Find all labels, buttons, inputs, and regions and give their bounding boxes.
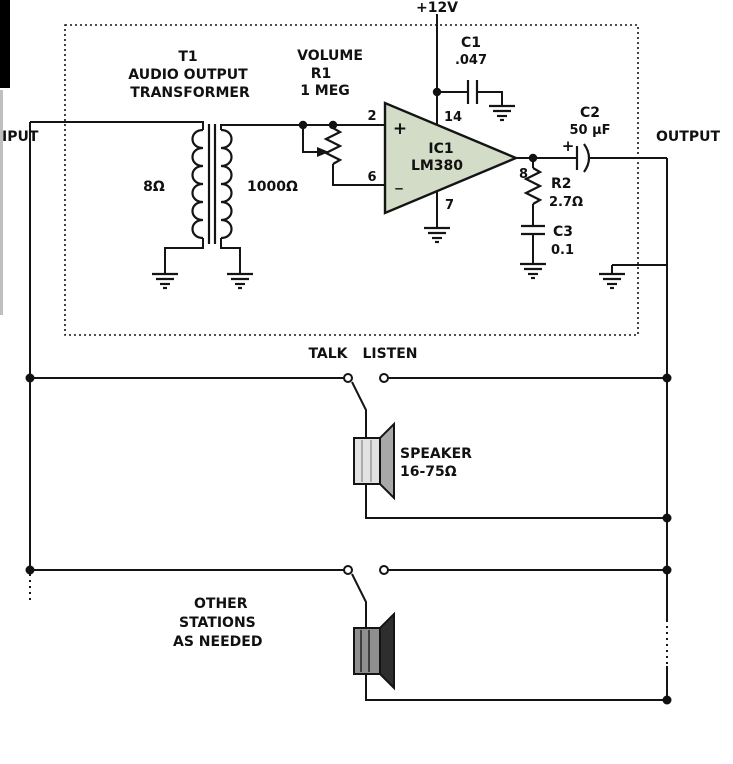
speaker2-symbol <box>353 611 395 691</box>
junction-dot <box>25 373 35 383</box>
c1-capacitor-symbol <box>466 80 479 104</box>
ic-part-label: LM380 <box>411 158 463 174</box>
input-rail <box>29 121 204 570</box>
c3-value-label: 0.1 <box>551 243 574 258</box>
t1-ref-label: T1 <box>178 49 197 65</box>
expansion-line2-label: STATIONS <box>179 615 256 631</box>
c3-capacitor-symbol <box>521 224 545 236</box>
junction-dot <box>432 87 442 97</box>
junction-dot <box>662 373 672 383</box>
secondary-ground-wire <box>220 238 241 274</box>
volume-label: VOLUME <box>297 48 363 64</box>
potentiometer-symbol[interactable] <box>317 125 343 165</box>
wiper-wire <box>302 125 317 153</box>
junction-dot <box>528 153 538 163</box>
pin6-label: 6 <box>367 170 376 185</box>
secondary-coil <box>220 128 233 240</box>
pin8-label: 8 <box>519 167 528 182</box>
junction-dot <box>662 565 672 575</box>
ground-symbol <box>225 272 255 290</box>
speaker-label: SPEAKER <box>400 446 472 462</box>
t1-desc1-label: AUDIO OUTPUT <box>128 67 248 83</box>
c2-polarity-sign: + <box>562 137 575 155</box>
noninverting-plus-sign: + <box>393 119 407 139</box>
ground-symbol <box>597 272 627 290</box>
pin2-label: 2 <box>367 109 376 124</box>
listen-label: LISTEN <box>362 346 417 362</box>
primary-ground-wire <box>164 238 204 274</box>
ic-ref-label: IC1 <box>428 141 453 157</box>
scan-artifact-edge <box>0 90 3 315</box>
listen-contact-2[interactable] <box>379 565 389 575</box>
r1-value-label: 1 MEG <box>300 83 350 99</box>
junction-dot <box>662 695 672 705</box>
speaker1-symbol <box>353 421 395 501</box>
ground-symbol <box>422 226 452 244</box>
listen-contact-1[interactable] <box>379 373 389 383</box>
speaker2-return-wire <box>365 674 667 701</box>
primary-coil <box>191 128 204 240</box>
c1-branch-wire <box>437 91 503 106</box>
c1-ref-label: C1 <box>461 35 481 51</box>
output-rail <box>516 157 668 700</box>
output-ground-jog <box>611 264 667 274</box>
expansion-line3-label: AS NEEDED <box>173 634 262 650</box>
c1-value-label: .047 <box>455 53 487 68</box>
talk-label: TALK <box>308 346 348 362</box>
speaker1-return-wire <box>365 484 667 519</box>
pin14-label: 14 <box>444 110 462 125</box>
ground-symbol <box>487 104 517 122</box>
t1-desc2-label: TRANSFORMER <box>130 85 250 101</box>
wires <box>29 14 668 701</box>
r1-resistor-body <box>323 125 343 165</box>
switch1-lever[interactable] <box>351 381 367 438</box>
pin6-wire <box>332 164 385 186</box>
expansion-line1-label: OTHER <box>194 596 248 612</box>
opamp-triangle <box>383 101 520 215</box>
pin7-label: 7 <box>445 198 454 213</box>
ground-symbol <box>150 272 180 290</box>
output-label: OUTPUT <box>656 129 720 145</box>
junction-dots <box>25 87 672 705</box>
input-label: IPUT <box>2 129 39 145</box>
c3-ref-label: C3 <box>553 224 573 240</box>
c2-capacitor-symbol <box>575 143 591 173</box>
r2-resistor-body <box>523 167 543 205</box>
r2-value-label: 2.7Ω <box>549 195 583 210</box>
junction-dot <box>25 565 35 575</box>
inverting-minus-sign: _ <box>395 172 403 190</box>
junction-dot <box>662 513 672 523</box>
r1-ref-label: R1 <box>311 66 332 82</box>
primary-impedance-label: 8Ω <box>143 179 165 195</box>
switch2-lever[interactable] <box>351 573 367 628</box>
amplifier-enclosure-box <box>64 24 639 336</box>
wiper-arrow <box>317 147 329 157</box>
talk-contact-2[interactable] <box>343 565 353 575</box>
scan-artifact-bar <box>0 0 10 88</box>
transformer-symbol <box>191 124 233 244</box>
c2-value-label: 50 µF <box>569 123 610 138</box>
junction-dot <box>328 120 338 130</box>
talk-contact-1[interactable] <box>343 373 353 383</box>
supply-label: +12V <box>416 0 458 16</box>
c2-ref-label: C2 <box>580 105 600 121</box>
r2-ref-label: R2 <box>551 176 572 192</box>
secondary-impedance-label: 1000Ω <box>247 179 298 195</box>
ground-symbol <box>518 262 548 280</box>
speaker-impedance-label: 16-75Ω <box>400 464 457 480</box>
junction-dot <box>298 120 308 130</box>
